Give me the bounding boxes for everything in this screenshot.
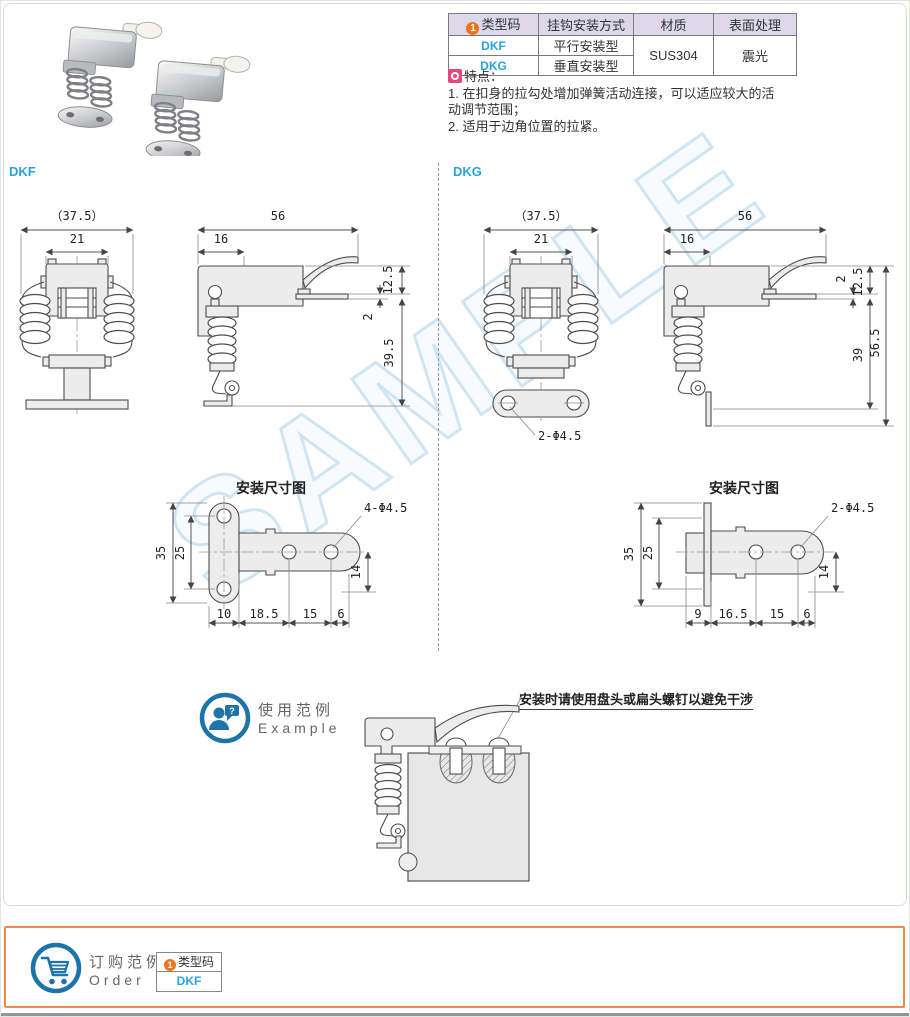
order-label-cn: 订购范例 (89, 954, 166, 971)
features-title: 特点： (464, 69, 504, 84)
circle-1-badge: 1 (466, 22, 480, 35)
order-label-en: Order (89, 972, 145, 988)
features-block: 特点： 1. 在扣身的拉勾处增加弹簧活动连接，可以适应较大的活 动调节范围； 2… (448, 69, 808, 135)
dim-dkg-b3: 15 (770, 607, 784, 621)
dkf-front-view-drawing: （37.5） 21 (19, 209, 135, 414)
dim-dkg-mount-35: 35 (622, 547, 636, 561)
cart-icon (30, 942, 82, 994)
page-bottom-edge (1, 1013, 909, 1016)
dim-dkf-b3: 15 (303, 607, 317, 621)
feature-ring-icon (448, 69, 462, 83)
dim-dkf-hook: 16 (214, 232, 228, 246)
product-photo (56, 13, 252, 156)
table-row: DKF 平行安装型 SUS304 震光 (448, 35, 797, 76)
dim-dkg-hook: 16 (680, 232, 694, 246)
circle-1-badge: 1 (163, 959, 176, 971)
dim-dkf-h1: 12.5 (381, 266, 395, 295)
dim-dkg-mount-14: 14 (817, 565, 831, 579)
dim-dkf-thickness: 2 (361, 313, 375, 320)
mount-type-dkf: 平行安装型 (538, 35, 634, 56)
latch-photo-2 (144, 47, 252, 156)
mount-type-dkg: 垂直安装型 (538, 55, 634, 76)
col-material: 材质 (633, 13, 714, 36)
dkf-mount-drawing: 4-Φ4.5 35 25 14 10 18.5 15 6 (154, 496, 407, 628)
dim-dkg-h2: 39 (851, 348, 865, 362)
dkg-side-view-drawing: 56 16 2 12.5 39 56.5 (663, 209, 894, 427)
example-mounting-drawing (364, 697, 530, 882)
dim-dkf-mount-holes: 4-Φ4.5 (364, 501, 407, 515)
section-label-dkf: DKF (9, 164, 36, 179)
order-value: DKF (176, 974, 202, 988)
content-frame (3, 3, 907, 906)
col-finish: 表面处理 (713, 13, 797, 36)
dim-dkg-h3: 56.5 (868, 329, 882, 358)
question-mark: ? (229, 706, 235, 716)
dim-dkg-mount-25: 25 (641, 546, 655, 560)
example-label-en: Example (258, 720, 341, 736)
latch-photo-1 (56, 13, 164, 135)
dkf-mount-title: 安装尺寸图 (236, 480, 306, 496)
example-person-icon: ? (199, 692, 251, 744)
dim-dkg-b4: 6 (803, 607, 810, 621)
dim-dkf-body-width: 21 (70, 232, 84, 246)
dim-dkg-thickness: 2 (834, 275, 848, 282)
example-label-cn: 使用范例 (258, 702, 335, 719)
dim-dkg-h1: 12.5 (851, 268, 865, 297)
feature-line-2: 2. 适用于边角位置的拉紧。 (448, 118, 606, 134)
dim-dkg-base-holes: 2-Φ4.5 (538, 429, 581, 443)
dim-dkg-length: 56 (738, 209, 752, 223)
install-note: 安装时请使用盘头或扁头螺钉以避免干涉 (519, 689, 754, 710)
dim-dkf-mount-25: 25 (173, 546, 187, 560)
dkg-mount-drawing: 2-Φ4.5 35 25 14 9 16.5 15 6 (622, 501, 874, 628)
dim-dkf-b1: 10 (217, 607, 231, 621)
dkg-mount-title: 安装尺寸图 (709, 480, 779, 496)
dim-dkf-b4: 6 (337, 607, 344, 621)
dim-dkf-overall-width: （37.5） (51, 209, 104, 223)
finish-value: 震光 (713, 35, 797, 76)
dim-dkg-b1: 9 (694, 607, 701, 621)
dim-dkg-overall-width: （37.5） (515, 209, 568, 223)
dim-dkg-mount-holes: 2-Φ4.5 (831, 501, 874, 515)
material-value: SUS304 (633, 35, 714, 76)
section-label-dkg: DKG (453, 164, 482, 179)
dkf-side-view-drawing: 56 16 12.5 2 39.5 (197, 209, 410, 407)
dim-dkf-mount-14: 14 (349, 565, 363, 579)
table-row: DKG 垂直安装型 (448, 55, 797, 76)
section-divider (438, 163, 439, 651)
dim-dkg-body-width: 21 (534, 232, 548, 246)
feature-line-1: 1. 在扣身的拉勾处增加弹簧活动连接，可以适应较大的活 (448, 85, 775, 101)
type-code-dkf: DKF (448, 35, 539, 56)
dim-dkf-mount-35: 35 (154, 546, 168, 560)
dim-dkf-h2: 39.5 (382, 339, 396, 368)
feature-line-1b: 动调节范围； (448, 102, 527, 117)
dim-dkf-b2: 18.5 (250, 607, 279, 621)
col-mount-method: 挂钩安装方式 (538, 13, 634, 36)
dim-dkg-b2: 16.5 (719, 607, 748, 621)
dim-dkf-length: 56 (271, 209, 285, 223)
dkg-front-view-drawing: （37.5） 21 2-Φ4.5 (483, 209, 599, 443)
